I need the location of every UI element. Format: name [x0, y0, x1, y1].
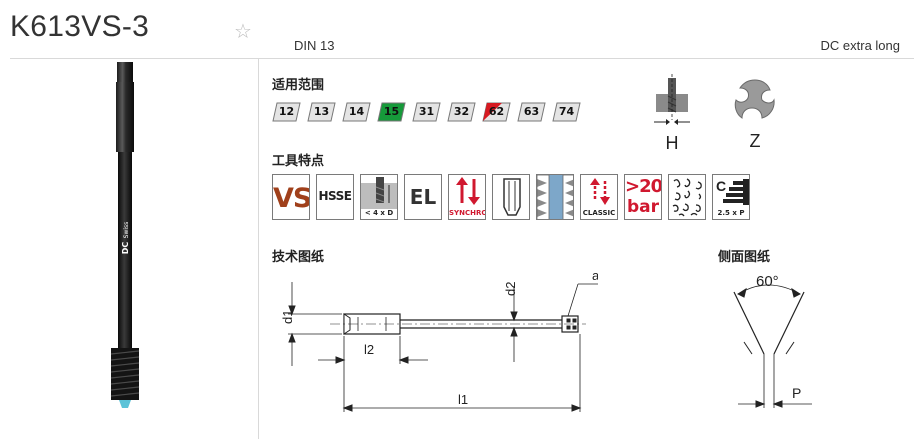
brand-text: Swiss: [123, 222, 130, 239]
geometry-z-label: Z: [749, 131, 761, 151]
dim-a: a: [592, 268, 598, 283]
favorite-star-icon[interactable]: ☆: [234, 21, 252, 43]
side-pitch-label: P: [792, 385, 801, 401]
feature-classic-icon[interactable]: CLASSIC: [580, 174, 618, 220]
dim-d2: d2: [503, 282, 518, 296]
application-chip-13[interactable]: 13: [307, 102, 336, 122]
application-chip-label: 14: [348, 105, 365, 118]
application-chip-list: 12 13 14 15 31 32 62 63 74: [272, 102, 581, 122]
features-label: 工具特点: [272, 154, 325, 169]
application-chip-12[interactable]: 12: [272, 102, 301, 122]
feature-hsse-icon[interactable]: HSSE: [316, 174, 354, 220]
technical-drawing-label: 技术图纸: [272, 250, 325, 265]
feature-coolant-pressure-icon[interactable]: >20 bar: [624, 174, 662, 220]
feature-tip-form-icon[interactable]: [492, 174, 530, 220]
application-chip-shape: [447, 102, 476, 122]
geometry-h-label: H: [665, 133, 679, 153]
dim-l2: l2: [364, 342, 374, 357]
brand-mark: DC: [121, 242, 130, 255]
feature-el-icon[interactable]: EL: [404, 174, 442, 220]
application-chip-shape: [482, 102, 511, 122]
application-chip-label: 12: [278, 105, 295, 118]
geometry-z: Z: [732, 76, 778, 154]
application-chip-shape: [412, 102, 441, 122]
standard-label: DIN 13: [294, 38, 335, 53]
feature-icon-list: VS HSSE < 4 x D EL SYNCHRO: [272, 174, 750, 220]
application-chip-shape: [307, 102, 336, 122]
application-chip-label: 31: [418, 105, 435, 118]
tool-product-image: DC Swiss: [100, 62, 150, 414]
application-chip-shape: [272, 102, 301, 122]
side-view-label: 侧面图纸: [718, 250, 771, 265]
application-chip-label: 13: [313, 105, 330, 118]
feature-chamfer-pitch-icon[interactable]: C 2.5 x P: [712, 174, 750, 220]
application-chip-label: 63: [523, 105, 540, 118]
application-range-label: 适用范围: [272, 78, 325, 93]
series-label: DC extra long: [820, 38, 900, 53]
feature-depth-icon[interactable]: < 4 x D: [360, 174, 398, 220]
column-divider: [258, 59, 259, 439]
side-view-drawing: 60° P: [724, 262, 834, 417]
dim-d1: d1: [280, 310, 295, 324]
feature-chamfer-pitch-text: 2.5 x P: [717, 209, 745, 217]
application-chip-shape: [517, 102, 546, 122]
application-chip-63[interactable]: 63: [517, 102, 546, 122]
feature-synchro-text: SYNCHRO: [449, 209, 486, 217]
application-chip-label: 74: [558, 105, 575, 118]
application-chip-74[interactable]: 74: [552, 102, 581, 122]
application-chip-label: 32: [453, 105, 470, 118]
feature-thread-profile-icon[interactable]: [536, 174, 574, 220]
application-chip-shape: [342, 102, 371, 122]
dim-l1: l1: [458, 392, 468, 407]
feature-synchro-icon[interactable]: SYNCHRO: [448, 174, 486, 220]
feature-depth-text: < 4 x D: [364, 209, 394, 217]
product-title: K613VS-3: [10, 10, 150, 43]
application-chip-label: 62: [488, 105, 505, 118]
geometry-h: H: [652, 74, 692, 154]
feature-vs-icon[interactable]: VS: [272, 174, 310, 220]
three-flute-section-icon: [734, 79, 775, 119]
application-chip-15[interactable]: 15: [377, 102, 406, 122]
application-chip-32[interactable]: 32: [447, 102, 476, 122]
through-hole-icon: [654, 74, 690, 125]
application-chip-62[interactable]: 62: [482, 102, 511, 122]
application-chip-shape: [377, 102, 406, 122]
technical-drawing: d1 d2 l2 l1 a: [268, 262, 608, 427]
application-chip-label: 15: [383, 105, 400, 118]
header-divider: [10, 58, 914, 59]
application-chip-14[interactable]: 14: [342, 102, 371, 122]
feature-chip-form-icon[interactable]: [668, 174, 706, 220]
feature-classic-text: CLASSIC: [582, 209, 616, 217]
application-chip-31[interactable]: 31: [412, 102, 441, 122]
application-chip-shape: [552, 102, 581, 122]
side-angle-label: 60°: [756, 273, 779, 290]
